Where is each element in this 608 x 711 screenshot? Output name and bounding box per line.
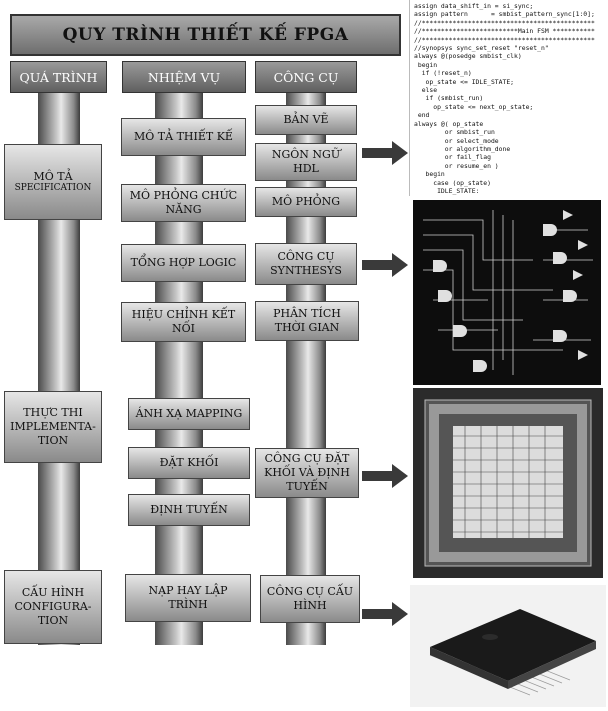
tool-drawing: BẢN VẼ xyxy=(255,105,357,135)
code-line: if (!reset_n) xyxy=(414,69,472,78)
process-implementation: THỰC THI IMPLEMENTA- TION xyxy=(4,391,102,463)
task-logic-synthesis: TỔNG HỢP LOGIC xyxy=(121,244,246,282)
task-routing: ĐỊNH TUYẾN xyxy=(128,494,250,526)
process-label: TION xyxy=(37,433,69,447)
process-label: TION xyxy=(37,613,69,627)
process-label: CẤU HÌNH xyxy=(21,586,85,600)
code-line: case (op_state) xyxy=(414,178,491,187)
code-line: or algorithm_done xyxy=(414,144,511,153)
process-configuration: CẤU HÌNH CONFIGURA- TION xyxy=(4,570,102,644)
hdl-code-image: assign data_shift_in = si_sync;assign pa… xyxy=(409,0,608,196)
code-line: end xyxy=(414,111,430,120)
process-specification: MÔ TẢ SPECIFICATION xyxy=(4,144,102,220)
pillar-tools xyxy=(286,93,326,645)
code-line: //synopsys sync_set_reset "reset_n" xyxy=(414,44,549,53)
diagram-title: QUY TRÌNH THIẾT KẾ FPGA xyxy=(10,14,401,56)
code-line: IDLE_STATE: xyxy=(414,186,480,195)
process-label: SPECIFICATION xyxy=(14,183,92,194)
header-process: QUÁ TRÌNH xyxy=(10,61,107,93)
task-mapping: ÁNH XẠ MAPPING xyxy=(128,398,250,430)
code-line: or resume_en ) xyxy=(414,161,499,170)
fpga-chip-image xyxy=(410,585,606,707)
arrow-right-icon xyxy=(362,253,408,277)
task-programming: NẠP HAY LẬP TRÌNH xyxy=(125,574,251,622)
code-line: or smbist_run xyxy=(414,128,495,137)
tool-timing-analysis: PHÂN TÍCH THỜI GIAN xyxy=(255,301,359,341)
pillar-tasks xyxy=(155,93,203,645)
code-line: or select_mode xyxy=(414,136,499,145)
arrow-right-icon xyxy=(362,602,408,626)
tool-place-route: CÔNG CỤ ĐẶT KHỐI VÀ ĐỊNH TUYẾN xyxy=(255,448,359,498)
code-line: //**************************************… xyxy=(414,18,595,27)
code-line: op_state <= IDLE_STATE; xyxy=(414,77,515,86)
code-line: //*************************Main FSM ****… xyxy=(414,27,595,36)
code-line: op_state <= next_op_state; xyxy=(414,102,534,111)
header-tools: CÔNG CỤ xyxy=(255,61,357,93)
code-line: assign data_shift_in = si_sync; xyxy=(414,2,534,10)
code-line: always @( op_state xyxy=(414,119,484,128)
code-line: always @(posedge smbist_clk) xyxy=(414,52,522,61)
layout-image xyxy=(413,388,603,578)
tool-hdl: NGÔN NGỮ HDL xyxy=(255,143,357,181)
task-design-description: MÔ TẢ THIẾT KẾ xyxy=(121,118,246,156)
task-netlist-adjustment: HIỆU CHỈNH KẾT NỐI xyxy=(121,302,246,342)
code-line: else xyxy=(414,86,438,95)
code-line: assign pattern = smbist_pattern_sync[1:0… xyxy=(414,10,595,19)
task-placement: ĐẶT KHỐI xyxy=(128,447,250,479)
tool-configuration: CÔNG CỤ CẤU HÌNH xyxy=(260,575,360,623)
process-label: IMPLEMENTA- xyxy=(10,420,96,434)
code-line: begin xyxy=(414,60,438,69)
code-line: begin xyxy=(414,170,445,179)
task-functional-simulation: MÔ PHỎNG CHỨC NĂNG xyxy=(121,184,246,222)
code-line: //**************************************… xyxy=(414,35,595,44)
tool-simulation: MÔ PHỎNG xyxy=(255,187,357,217)
tool-synthesis: CÔNG CỤ SYNTHESYS xyxy=(255,243,357,285)
arrow-right-icon xyxy=(362,464,408,488)
header-tasks: NHIỆM VỤ xyxy=(122,61,246,93)
schematic-image xyxy=(413,200,601,385)
process-label: MÔ TẢ xyxy=(33,169,73,183)
code-line: or fail_flag xyxy=(414,153,491,162)
code-line: if (smbist_run) xyxy=(414,94,484,103)
process-label: THỰC THI xyxy=(23,406,83,420)
arrow-right-icon xyxy=(362,141,408,165)
process-label: CONFIGURA- xyxy=(14,600,92,614)
